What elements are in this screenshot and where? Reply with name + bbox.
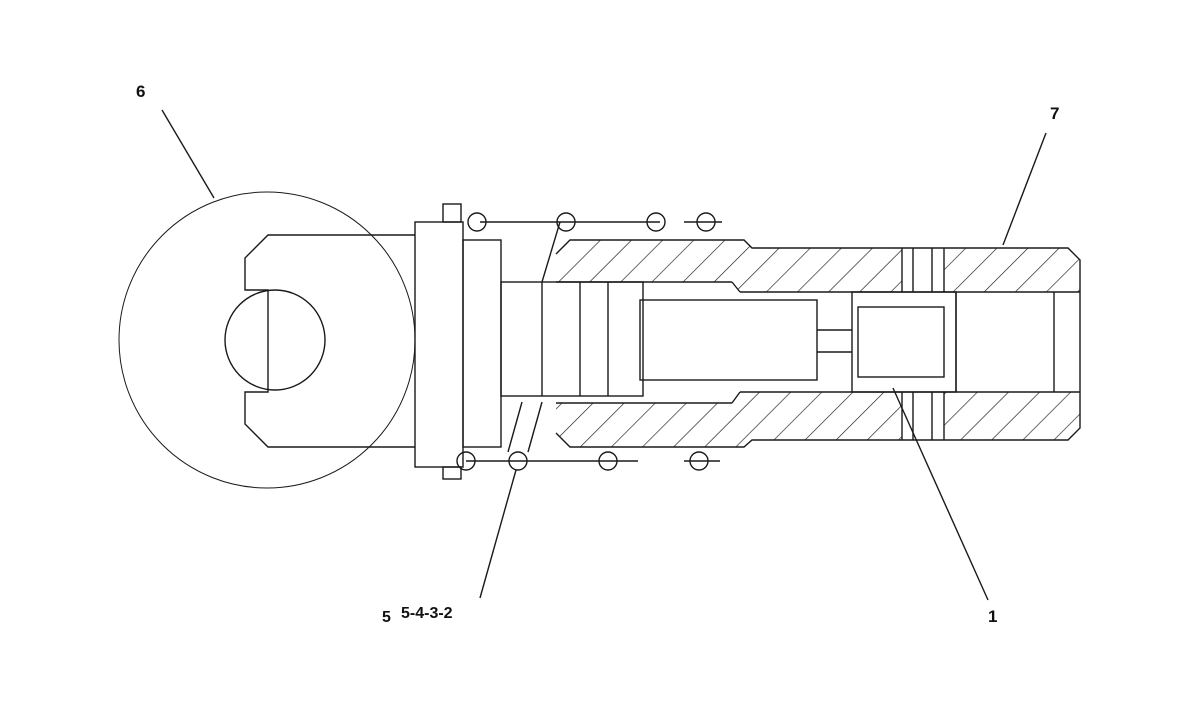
part-1-valve (851, 291, 957, 393)
shaft (500, 281, 852, 397)
callout-6: 6 (136, 82, 145, 101)
callout-1: 1 (988, 607, 997, 626)
callout-5-4-3-2: 5-4-3-2 (401, 605, 453, 622)
clevis-body (224, 234, 415, 448)
leader-lines (161, 109, 1047, 601)
flange-plates (414, 203, 502, 480)
callout-7: 7 (1050, 104, 1059, 123)
callout-stack-prefix: 5 (382, 609, 391, 626)
part-7-sleeve (555, 239, 1081, 448)
spring-coils (456, 212, 722, 471)
